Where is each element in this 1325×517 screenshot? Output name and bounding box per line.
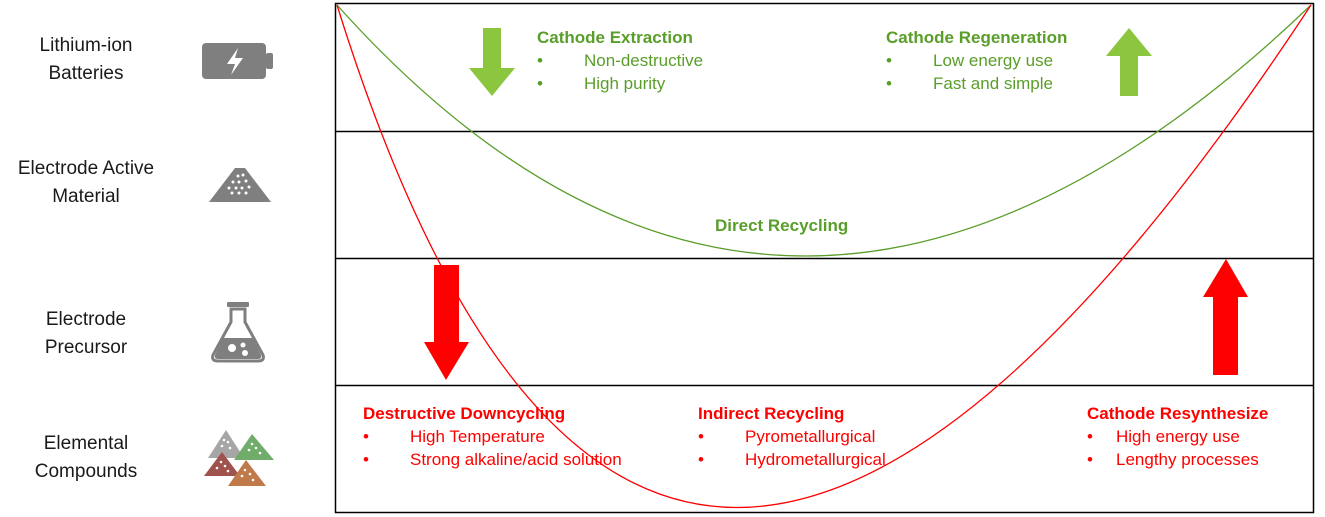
list-item: • Low energy use	[886, 49, 1067, 72]
list-item-text: Hydrometallurgical	[745, 450, 886, 469]
list-item: • Non-destructive	[537, 49, 703, 72]
row-label-compounds: Elemental Compounds	[0, 430, 172, 486]
list-item-text: High energy use	[1116, 427, 1240, 446]
bullet: •	[698, 427, 704, 446]
row-label-line: Precursor	[44, 337, 128, 358]
row-label-line: Lithium-ion	[39, 35, 133, 56]
direct-recycling-curve	[336, 4, 1312, 257]
flask-icon	[211, 302, 265, 363]
list-item-text: Lengthy processes	[1116, 450, 1259, 469]
row-label-active-material: Electrode Active Material	[0, 155, 172, 211]
bullet: •	[1087, 450, 1093, 469]
indirect-recycling-title: Indirect Recycling	[698, 404, 845, 423]
destructive-downcycling-block: Destructive Downcycling • High Temperatur…	[363, 402, 623, 471]
bullet: •	[1087, 427, 1093, 446]
list-item: • Lengthy processes	[1087, 448, 1268, 471]
list-item-text: Fast and simple	[933, 74, 1053, 93]
direct-recycling-label: Direct Recycling	[715, 216, 849, 235]
list-item: • Pyrometallurgical	[698, 425, 886, 448]
resynthesize-up-arrow	[1203, 259, 1248, 375]
row-label-precursor: Electrode Precursor	[0, 306, 172, 362]
bullet: •	[886, 51, 892, 70]
cathode-extraction-block: Cathode Extraction • Non-destructive • Hig…	[537, 26, 703, 95]
list-item-text: Non-destructive	[584, 51, 704, 70]
row-label-line: Electrode	[45, 309, 127, 330]
row-label-line: Elemental	[43, 433, 129, 454]
list-item: • Strong alkaline/acid solution	[363, 448, 630, 471]
bullet: •	[537, 74, 543, 93]
cathode-regeneration-block: Cathode Regeneration • Low energy use • Fa…	[886, 26, 1067, 95]
compound-piles-icon	[204, 430, 274, 486]
extraction-down-arrow	[469, 28, 515, 96]
row-label-line: Material	[52, 186, 120, 207]
row-label-line: Compounds	[34, 461, 138, 482]
indirect-recycling-block: Indirect Recycling • Pyrometallurgical • H…	[698, 402, 886, 471]
bullet: •	[363, 427, 369, 446]
list-item: • High Temperature	[363, 425, 623, 448]
row-label-line: Batteries	[48, 63, 124, 84]
indirect-recycling-curve	[336, 4, 1312, 508]
list-item-text: Pyrometallurgical	[745, 427, 876, 446]
list-item: • High purity	[537, 72, 703, 95]
row-label-line: Electrode Active	[17, 158, 155, 179]
list-item-text: Low energy use	[933, 51, 1054, 70]
downcycling-down-arrow	[424, 265, 469, 380]
list-item: • High energy use	[1087, 425, 1268, 448]
list-item-text: Strong alkaline/acid solution	[410, 450, 622, 469]
bullet: •	[537, 51, 543, 70]
list-item: • Hydrometallurgical	[698, 448, 886, 471]
regeneration-up-arrow	[1106, 28, 1152, 96]
cathode-regeneration-title: Cathode Regeneration	[886, 28, 1068, 47]
list-item: • Fast and simple	[886, 72, 1067, 95]
cathode-resynthesize-block: Cathode Resynthesize • High energy use • L…	[1087, 402, 1268, 471]
destructive-downcycling-title: Destructive Downcycling	[363, 404, 566, 423]
cathode-extraction-title: Cathode Extraction	[537, 28, 693, 47]
battery-icon	[202, 43, 273, 79]
bullet: •	[363, 450, 369, 469]
powder-pile-icon	[209, 168, 271, 202]
list-item-text: High purity	[584, 74, 666, 93]
row-label-batteries: Lithium-ion Batteries	[0, 32, 172, 88]
bullet: •	[886, 74, 892, 93]
bullet: •	[698, 450, 704, 469]
list-item-text: High Temperature	[410, 427, 545, 446]
cathode-resynthesize-title: Cathode Resynthesize	[1087, 404, 1269, 423]
